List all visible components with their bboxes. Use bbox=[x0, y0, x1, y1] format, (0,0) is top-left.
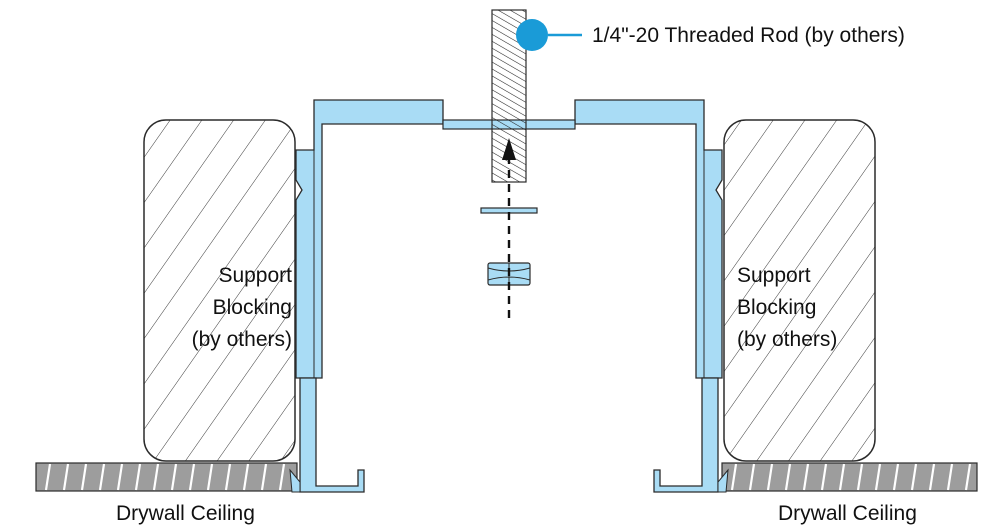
channel-right-foot bbox=[653, 377, 719, 493]
drywall-ceiling-left bbox=[35, 462, 298, 492]
blocking-right-line-2: Blocking bbox=[737, 296, 816, 319]
blocking-left-line-2: Blocking bbox=[213, 296, 292, 319]
callout-dot-icon bbox=[516, 19, 548, 51]
blocking-right-label: Support Blocking (by others) bbox=[737, 264, 837, 351]
support-blocking-left bbox=[143, 119, 296, 462]
blocking-right-line-1: Support bbox=[737, 264, 811, 287]
blocking-left-label: Support Blocking (by others) bbox=[192, 264, 293, 351]
support-blocking-right bbox=[723, 119, 876, 462]
drywall-ceiling-right bbox=[721, 462, 978, 492]
channel-left-foot bbox=[299, 377, 365, 493]
drywall-right-texture bbox=[730, 463, 972, 491]
drywall-left-texture bbox=[44, 463, 286, 491]
ceiling-right-label: Drywall Ceiling bbox=[778, 502, 917, 525]
rod-callout-label: 1/4"-20 Threaded Rod (by others) bbox=[592, 24, 905, 47]
channel-left-wall bbox=[295, 99, 444, 379]
blocking-left-line-3: (by others) bbox=[192, 328, 292, 351]
dashed-arrow-up-icon bbox=[502, 138, 516, 318]
channel-right-wall bbox=[574, 99, 723, 379]
blocking-right-line-3: (by others) bbox=[737, 328, 837, 351]
ceiling-left-label: Drywall Ceiling bbox=[116, 502, 255, 525]
blocking-left-line-1: Support bbox=[218, 264, 292, 287]
rod-callout: 1/4"-20 Threaded Rod (by others) bbox=[516, 19, 905, 51]
channel-body bbox=[289, 99, 729, 493]
